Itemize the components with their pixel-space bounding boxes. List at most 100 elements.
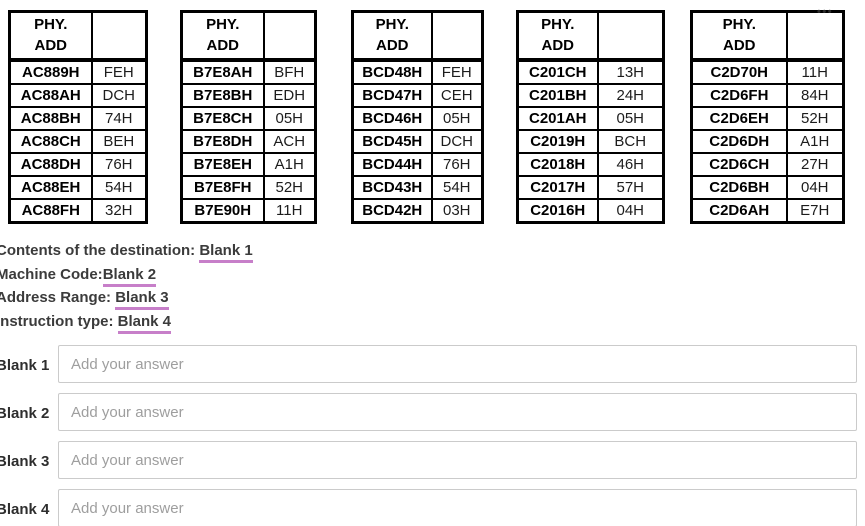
value-cell: 05H xyxy=(262,105,317,131)
question-text: Address Range: xyxy=(0,289,116,306)
phy-address-cell: C2D6DH xyxy=(690,128,788,154)
blank-2-reference: Blank 2 xyxy=(102,265,157,287)
value-cell: E7H xyxy=(785,197,845,223)
phy-add-header-line: ADD xyxy=(723,37,756,55)
value-cell: 54H xyxy=(90,174,148,200)
blank-1-label: Blank 1 xyxy=(0,357,50,374)
answer-row-3: Blank 3 xyxy=(0,441,865,479)
phy-address-cell: BCD46H xyxy=(351,105,433,131)
phy-add-header-line: PHY. xyxy=(541,16,575,34)
phy-address-cell: AC88CH xyxy=(8,128,93,154)
phy-add-header: PHY.ADD xyxy=(351,10,433,62)
value-cell: CEH xyxy=(430,82,484,108)
answer-row-2: Blank 2 xyxy=(0,393,865,431)
value-cell: FEH xyxy=(430,58,484,85)
value-header-cell xyxy=(262,10,317,62)
value-cell: 11H xyxy=(262,197,317,223)
more-options-icon[interactable]: ••• xyxy=(817,6,834,18)
blank-2-answer-input[interactable] xyxy=(58,393,857,431)
phy-address-cell: C2D6FH xyxy=(690,82,788,108)
phy-address-cell: AC88FH xyxy=(8,197,93,223)
value-cell: DCH xyxy=(430,128,484,154)
value-cell: 11H xyxy=(785,58,845,85)
value-cell: 52H xyxy=(785,105,845,131)
phy-address-cell: AC88BH xyxy=(8,105,93,131)
question-line: Machine Code:Blank 2 xyxy=(0,264,253,287)
blank-1-answer-input[interactable] xyxy=(58,345,857,383)
value-cell: 74H xyxy=(90,105,148,131)
value-cell: 76H xyxy=(90,151,148,177)
phy-add-header: PHY. ADD xyxy=(180,10,265,62)
value-cell: A1H xyxy=(785,128,845,154)
value-cell: ACH xyxy=(262,128,317,154)
phy-address-cell: BCD48H xyxy=(351,58,433,85)
value-cell: DCH xyxy=(90,82,148,108)
value-header-cell xyxy=(90,10,148,62)
phy-address-cell: BCD44H xyxy=(351,151,433,177)
value-cell: 05H xyxy=(596,105,665,131)
phy-address-cell: B7E8EH xyxy=(180,151,265,177)
value-cell: 13H xyxy=(596,58,665,85)
blank-3-answer-input[interactable] xyxy=(58,441,857,479)
phy-add-header-line: PHY. xyxy=(722,16,756,34)
phy-add-header-line: ADD xyxy=(206,37,240,55)
phy-address-cell: C201BH xyxy=(516,82,599,108)
value-cell: EDH xyxy=(262,82,317,108)
question-text: Machine Code: xyxy=(0,265,103,283)
value-cell: 76H xyxy=(430,151,484,177)
answer-row-4: Blank 4 xyxy=(0,489,865,526)
phy-address-cell: C2D6CH xyxy=(690,151,788,177)
phy-address-cell: AC889H xyxy=(8,58,93,85)
value-header-cell xyxy=(596,10,665,62)
phy-add-header-line: PHY. xyxy=(206,16,240,34)
table-header-row: PHY. ADD xyxy=(516,10,665,62)
question-block: Contents of the destination: Blank 1 Mac… xyxy=(0,240,253,334)
table-header-row: PHY. ADD xyxy=(690,10,845,62)
phy-add-header: PHY.ADD xyxy=(8,10,93,62)
value-cell: 32H xyxy=(90,197,148,223)
blank-3-reference: Blank 3 xyxy=(115,289,169,310)
blank-4-answer-input[interactable] xyxy=(58,489,857,526)
phy-address-cell: AC88AH xyxy=(8,82,93,108)
phy-address-cell: B7E8BH xyxy=(180,82,265,108)
blank-2-label: Blank 2 xyxy=(0,405,50,422)
value-cell: A1H xyxy=(262,151,317,177)
phy-address-cell: B7E8AH xyxy=(180,58,265,85)
phy-address-cell: BCD45H xyxy=(351,128,433,154)
phy-add-header-line: ADD xyxy=(541,37,575,55)
phy-address-cell: B7E8DH xyxy=(180,128,265,154)
blank-4-label: Blank 4 xyxy=(0,501,50,518)
phy-address-cell: B7E90H xyxy=(180,197,265,223)
answer-row-1: Blank 1 xyxy=(0,345,865,383)
phy-add-header-line: ADD xyxy=(376,37,409,55)
question-line: Contents of the destination: Blank 1 xyxy=(0,240,253,263)
phy-address-cell: C2018H xyxy=(516,151,599,177)
phy-address-cell: C2016H xyxy=(516,197,599,223)
value-cell: 84H xyxy=(785,82,845,108)
